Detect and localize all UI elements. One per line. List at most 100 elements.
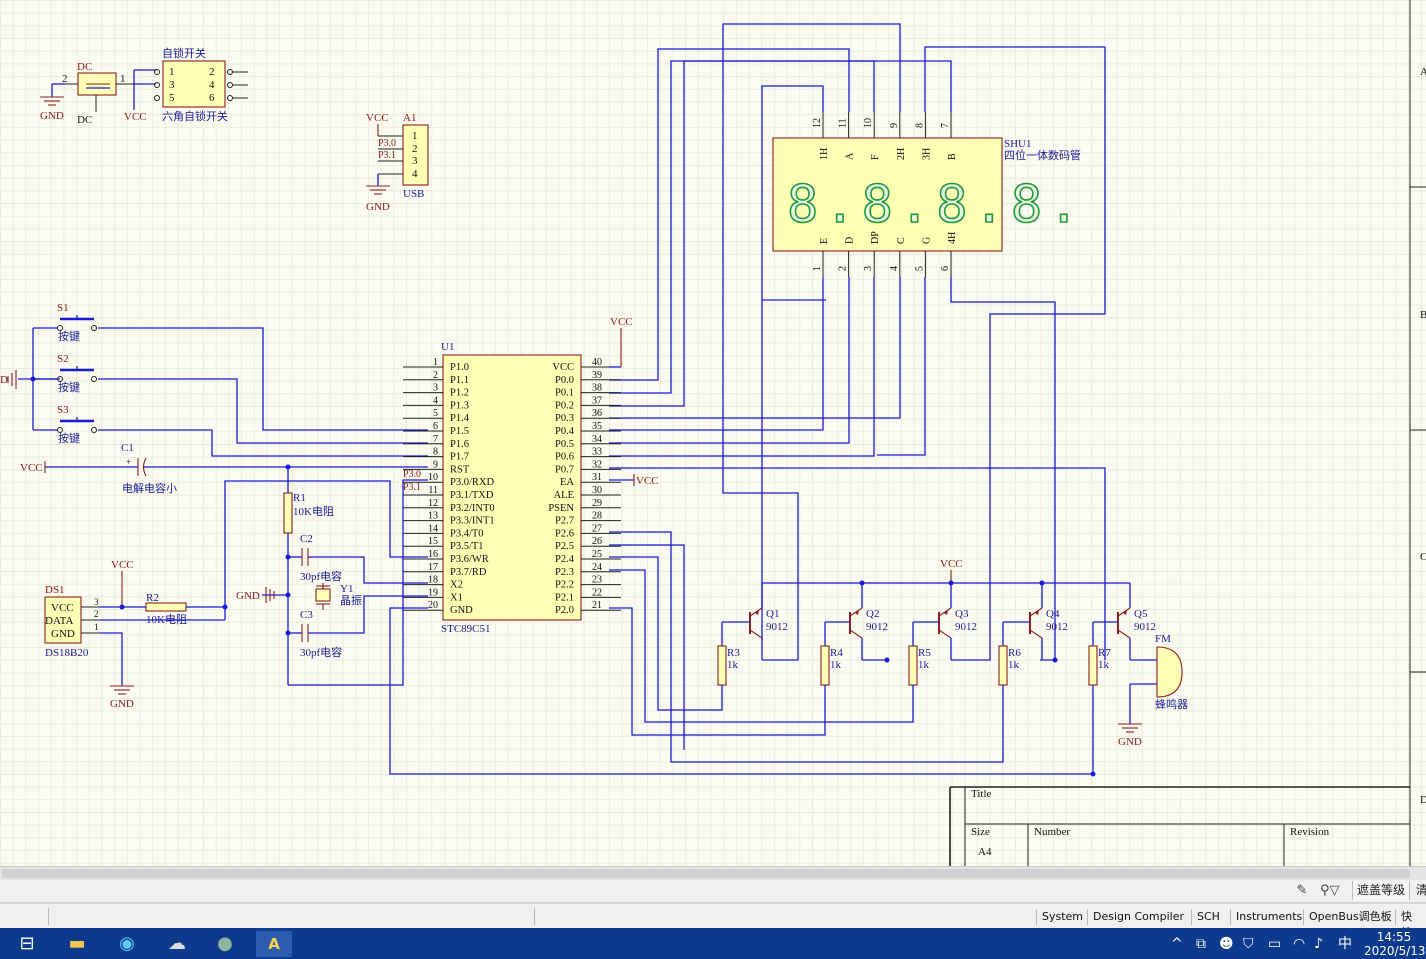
mcu-pin-num: 10 — [428, 472, 438, 483]
mcu-pin-name: P3.4/T0 — [450, 528, 484, 539]
panel-instruments[interactable]: Instruments — [1230, 909, 1307, 925]
mcu-pin-num: 5 — [433, 408, 438, 419]
resistor-ref: R5 — [918, 647, 931, 659]
reset-crystal-circuit[interactable]: R1 10K电阻 C2 30pf电容 C3 30pf电容 Y1 晶振 GND — [224, 467, 1093, 775]
mcu-pin-num: 17 — [428, 562, 438, 573]
horizontal-scrollbar[interactable] — [0, 866, 1426, 881]
mcu-pin-num: 37 — [592, 395, 602, 406]
mcu-pin-name: P1.6 — [450, 439, 469, 450]
svg-text:30pf电容: 30pf电容 — [300, 569, 342, 583]
mcu-pin-name: X2 — [450, 580, 463, 591]
display-pin-num: 7 — [940, 123, 951, 128]
display-pin-num: 6 — [940, 266, 951, 271]
svg-text:R2: R2 — [146, 592, 159, 604]
mcu-pin-name: P2.7 — [555, 516, 574, 527]
mcu-pin-name: P3.7/RD — [450, 567, 487, 578]
display-pin-name: G — [921, 237, 932, 244]
resistor-ref: R7 — [1098, 647, 1111, 659]
scrollbar-thumb[interactable] — [2, 869, 1410, 878]
svg-text:VCC: VCC — [610, 316, 633, 328]
ime-indicator[interactable]: 中 — [1338, 936, 1352, 952]
mcu-pin-name: P2.4 — [555, 554, 575, 565]
revision-label: Revision — [1290, 826, 1330, 838]
size-label: Size — [971, 826, 990, 838]
panel-shortcut[interactable]: 快捷 — [1395, 909, 1426, 939]
app-icon[interactable]: ☁ — [168, 933, 186, 954]
mcu-pin-name: P1.0 — [450, 362, 469, 373]
resistor-body[interactable] — [908, 645, 918, 686]
svg-text:VCC: VCC — [366, 112, 389, 124]
chevron-up-icon[interactable]: ^ — [1171, 936, 1183, 952]
mcu-pin-num: 20 — [428, 600, 438, 611]
panel-sch[interactable]: SCH — [1191, 909, 1225, 925]
status-bar: System Design Compiler SCH Instruments O… — [0, 903, 1426, 939]
capacitor-c1[interactable]: VCC C1 + 电解电容小 — [20, 442, 428, 495]
qq-icon[interactable]: ☻ — [1219, 936, 1234, 952]
mcu-pin-num: 8 — [433, 447, 438, 458]
panel-system[interactable]: System — [1036, 909, 1088, 925]
svg-text:GND: GND — [1118, 736, 1142, 748]
title-label: Title — [971, 788, 992, 800]
usb-header[interactable]: A1 VCC P3.0 P3.1 1 2 3 4 USB GND — [366, 112, 429, 213]
schematic-sheet[interactable]: .w{stroke:#1a1ad6;stroke-width:1.3;fill:… — [0, 0, 1426, 866]
seven-segment-display[interactable]: SHU1 四位一体数码管 8.8.8.8. 121H11A10F92H83H7B… — [772, 112, 1085, 277]
resistor-name: 1k — [727, 659, 739, 671]
browser-icon[interactable]: ◉ — [119, 933, 135, 954]
mcu-pin-num: 38 — [592, 383, 602, 394]
filter-icon[interactable]: ⚲▽ — [1320, 883, 1340, 898]
globe-icon[interactable]: ● — [217, 933, 233, 954]
mcu-pin-num: 33 — [592, 447, 602, 458]
shield-icon[interactable]: ⛉ — [1243, 936, 1254, 952]
system-clock[interactable]: 14:55 2020/5/13 — [1364, 930, 1426, 958]
mcu-pin-name: P2.2 — [555, 580, 574, 591]
mcu-pin-num: 7 — [433, 434, 438, 445]
button-ref: S2 — [57, 353, 69, 365]
resistor-body[interactable] — [1088, 645, 1098, 686]
mcu-pin-num: 30 — [592, 485, 602, 496]
display-digits: 8.8.8.8. — [787, 175, 1085, 235]
mcu-pin-num: 39 — [592, 370, 602, 381]
mcu-pin-num: 9 — [433, 459, 438, 470]
svg-text:VCC: VCC — [636, 475, 659, 487]
altium-icon[interactable]: A — [256, 931, 292, 957]
wifi-icon[interactable]: ◠ — [1293, 936, 1306, 952]
resistor-body[interactable] — [820, 645, 830, 686]
mcu-pin-name: P1.4 — [450, 413, 470, 424]
task-view-icon[interactable]: ⊟ — [19, 933, 35, 954]
schematic-canvas[interactable]: .w{stroke:#1a1ad6;stroke-width:1.3;fill:… — [0, 0, 1426, 866]
volume-icon[interactable]: ♪ — [1314, 936, 1323, 952]
panel-design-compiler[interactable]: Design Compiler — [1087, 909, 1189, 925]
mcu-pin-name: P1.7 — [450, 452, 469, 463]
mcu-pin-name: P3.5/T1 — [450, 541, 484, 552]
driver-transistors[interactable]: VCC Q19012R31kQ29012R41kQ39012R51kQ49012… — [609, 531, 1188, 777]
resistor-body[interactable] — [998, 645, 1008, 686]
pen-icon[interactable]: ✎ — [1296, 883, 1308, 898]
ds18b20-sensor[interactable]: DS1 VCC DATA GND DS18B20 3 2 1 VCC R2 10… — [44, 559, 228, 710]
resistor-name: 1k — [918, 659, 930, 671]
resistor-ref: R3 — [727, 647, 740, 659]
display-pin-num: 11 — [838, 118, 849, 128]
clear-button[interactable]: 清 — [1416, 883, 1426, 897]
dc-jack[interactable]: DC 2 1 DC GND VCC — [40, 61, 156, 126]
mcu-pin-num: 18 — [428, 575, 438, 586]
battery-icon[interactable]: ▭ — [1268, 936, 1282, 952]
number-label: Number — [1034, 826, 1070, 838]
latching-switch[interactable]: 自锁开关 六角自锁开关 1 2 3 4 5 6 — [154, 46, 249, 123]
bottom-toolbar: ✎ ⚲▽ 遮盖等级 清 — [0, 880, 1426, 903]
mask-level-button[interactable]: 遮盖等级 — [1352, 881, 1411, 900]
share-icon[interactable]: ⧉ — [1196, 936, 1206, 952]
file-explorer-icon[interactable]: ▬ — [68, 933, 86, 954]
mcu-pin-name: P3.2/INT0 — [450, 503, 495, 514]
svg-text:VCC: VCC — [124, 111, 147, 123]
c1-ref: C1 — [121, 442, 134, 454]
mcu-pin-name: ALE — [554, 490, 574, 501]
resistor-body[interactable] — [717, 645, 727, 686]
panel-openbus[interactable]: OpenBus调色板 — [1303, 909, 1397, 925]
